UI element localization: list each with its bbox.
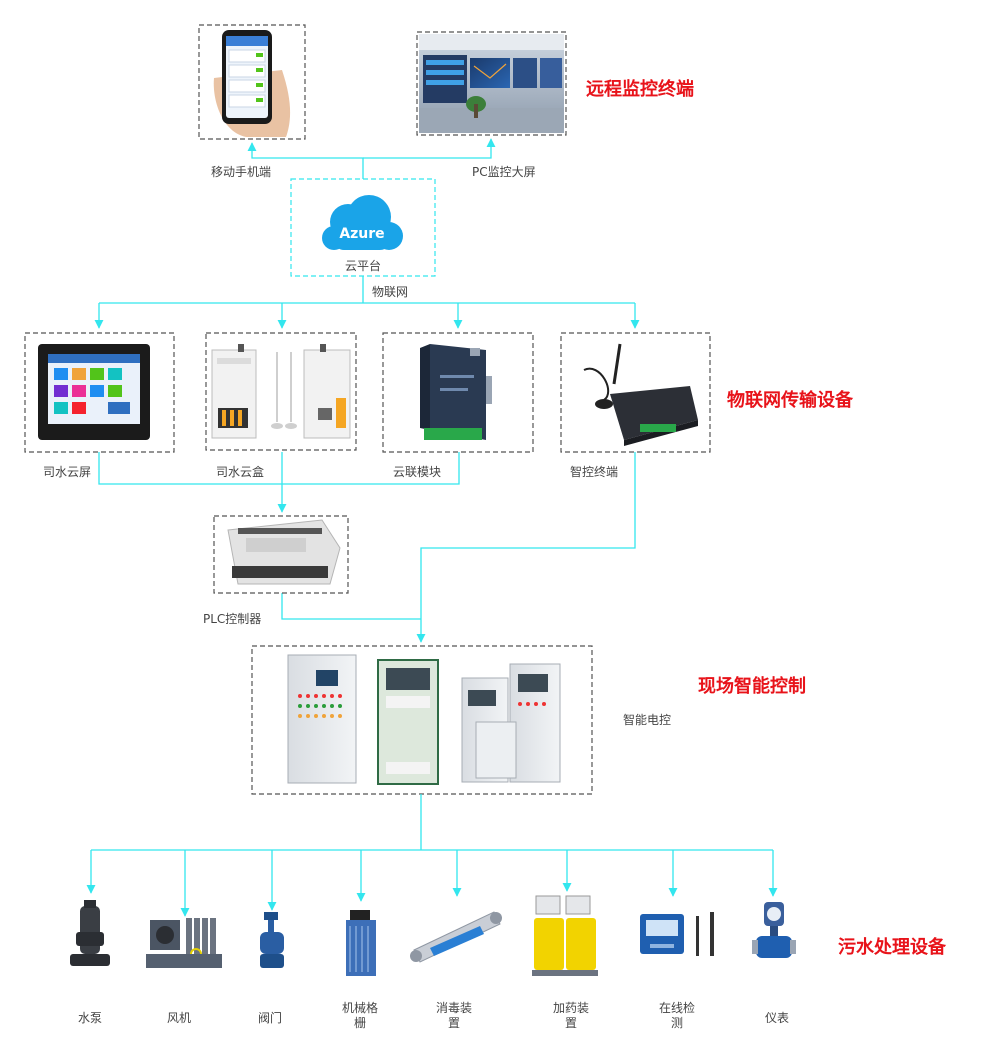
connector-iot-to-plc	[98, 452, 460, 513]
iot-device-cloud-module-label: 云联模块	[393, 465, 441, 479]
iot-device-cloud-module	[382, 332, 534, 453]
iot-device-cloud-box-label: 司水云盒	[216, 464, 264, 479]
plc-controller-label: PLC控制器	[203, 612, 261, 626]
equipment-valve-label: 阀门	[258, 1010, 282, 1025]
title-site-control: 现场智能控制	[698, 675, 806, 697]
equipment-disinfection-device	[410, 911, 502, 963]
title-remote-terminal: 远程监控终端	[586, 78, 694, 100]
iot-device-cloud-screen	[24, 332, 175, 453]
iot-device-cloud-box	[205, 332, 357, 451]
connector-cloud-to-iot	[94, 276, 640, 329]
connector-cloud-to-remote	[247, 138, 496, 179]
pc-monitor-wall	[416, 31, 567, 136]
equipment-water-pump-label: 水泵	[78, 1011, 102, 1025]
equipment-dosing-label-1: 加药装	[553, 1001, 589, 1015]
mobile-terminal	[198, 24, 306, 140]
plc-controller	[213, 515, 349, 594]
iot-link-label: 物联网	[372, 285, 408, 299]
equipment-blower-label: 风机	[167, 1011, 191, 1025]
connector-control-to-equipment	[86, 794, 778, 917]
connector-plc-to-control	[281, 593, 421, 620]
equipment-dosing-label-2: 置	[565, 1016, 577, 1030]
equipment-mechanical-screen-label-2: 栅	[354, 1015, 366, 1030]
equipment-instrument-label: 仪表	[765, 1011, 789, 1025]
title-iot-devices: 物联网传输设备	[727, 389, 854, 411]
title-sewage-equipment: 污水处理设备	[838, 936, 947, 958]
equipment-blower	[146, 918, 222, 968]
iot-device-smart-terminal	[560, 332, 711, 453]
equipment-instrument	[752, 902, 796, 958]
smart-electric-control	[251, 645, 593, 795]
equipment-online-monitor-label-1: 在线检	[659, 1000, 695, 1015]
cloud-logo-text: Azure	[339, 226, 384, 242]
cloud-icon	[322, 195, 403, 250]
cloud-platform: Azure 云平台	[290, 178, 436, 277]
equipment-water-pump	[70, 900, 110, 966]
mobile-terminal-label: 移动手机端	[211, 165, 271, 179]
equipment-valve	[260, 912, 284, 968]
equipment-mechanical-screen	[346, 910, 376, 976]
equipment-online-monitor	[640, 912, 714, 956]
smart-electric-control-label: 智能电控	[623, 712, 671, 727]
iot-device-cloud-screen-label: 司水云屏	[43, 465, 91, 479]
connector-terminal-to-control	[416, 452, 636, 643]
equipment-mechanical-screen-label-1: 机械格	[342, 1000, 378, 1015]
cloud-platform-label: 云平台	[345, 258, 381, 273]
iot-device-smart-terminal-label: 智控终端	[570, 464, 618, 479]
equipment-disinfection-label-2: 置	[448, 1016, 460, 1030]
pc-monitor-label: PC监控大屏	[472, 165, 536, 179]
equipment-disinfection-label-1: 消毒装	[436, 1001, 472, 1015]
equipment-online-monitor-label-2: 测	[671, 1016, 683, 1030]
equipment-dosing-device	[532, 895, 598, 976]
